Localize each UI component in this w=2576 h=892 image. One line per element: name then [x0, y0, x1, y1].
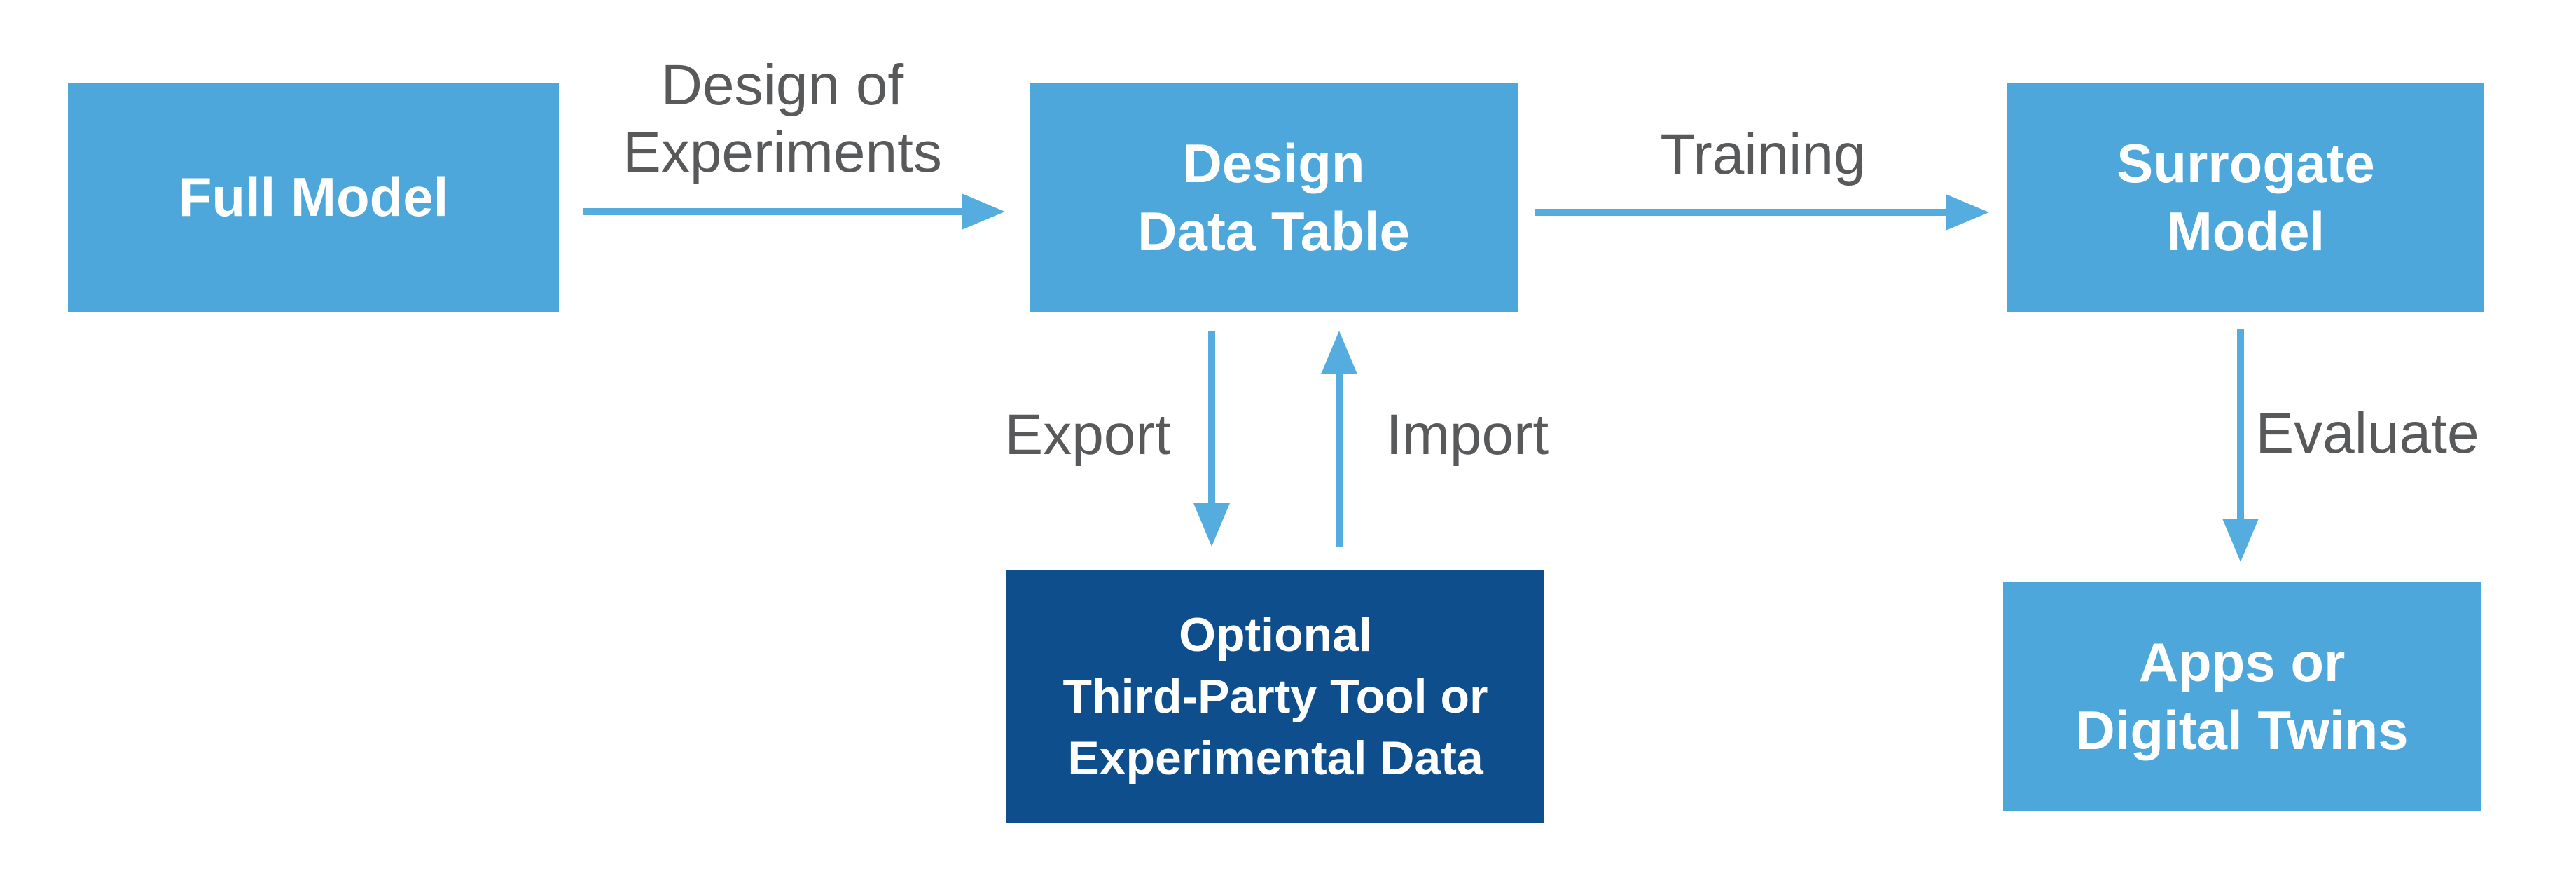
surrogate-model-label-line1: Surrogate — [2117, 132, 2375, 194]
import-label: Import — [1385, 403, 1549, 467]
design-data-table-label-line1: Design — [1182, 132, 1365, 194]
surrogate-model-box: Surrogate Model — [2007, 83, 2484, 312]
design-data-table-box: Design Data Table — [1030, 83, 1518, 312]
design-of-experiments-label-line2: Experiments — [623, 121, 942, 184]
apps-digital-twins-label-line1: Apps or — [2138, 631, 2346, 693]
doe-arrow-line — [583, 208, 962, 215]
import-arrowhead-icon — [1321, 331, 1357, 374]
design-data-table-label-line2: Data Table — [1137, 200, 1410, 262]
doe-arrowhead-icon — [962, 193, 1005, 230]
third-party-tool-box: Optional Third-Party Tool or Experimenta… — [1006, 570, 1544, 823]
apps-digital-twins-label-line2: Digital Twins — [2075, 699, 2409, 761]
full-model-label: Full Model — [178, 166, 449, 228]
training-arrowhead-icon — [1946, 194, 1989, 231]
export-label: Export — [1004, 403, 1171, 467]
full-model-box: Full Model — [68, 83, 559, 312]
third-party-label-line2: Third-Party Tool or — [1062, 670, 1488, 723]
design-of-experiments-label: Design of Experiments — [572, 52, 992, 186]
export-arrowhead-icon — [1193, 503, 1230, 547]
training-arrow-line — [1535, 209, 1946, 216]
surrogate-model-label-line2: Model — [2166, 200, 2325, 262]
import-arrow-line — [1336, 374, 1343, 547]
evaluate-arrowhead-icon — [2222, 519, 2259, 562]
evaluate-label: Evaluate — [2255, 402, 2479, 465]
export-arrow-line — [1208, 331, 1215, 503]
third-party-label-line3: Experimental Data — [1067, 732, 1483, 785]
third-party-label-line1: Optional — [1179, 608, 1372, 661]
evaluate-arrow-line — [2237, 329, 2244, 519]
design-of-experiments-label-line1: Design of — [660, 53, 904, 117]
training-label: Training — [1660, 123, 1866, 186]
apps-digital-twins-box: Apps or Digital Twins — [2003, 582, 2481, 811]
